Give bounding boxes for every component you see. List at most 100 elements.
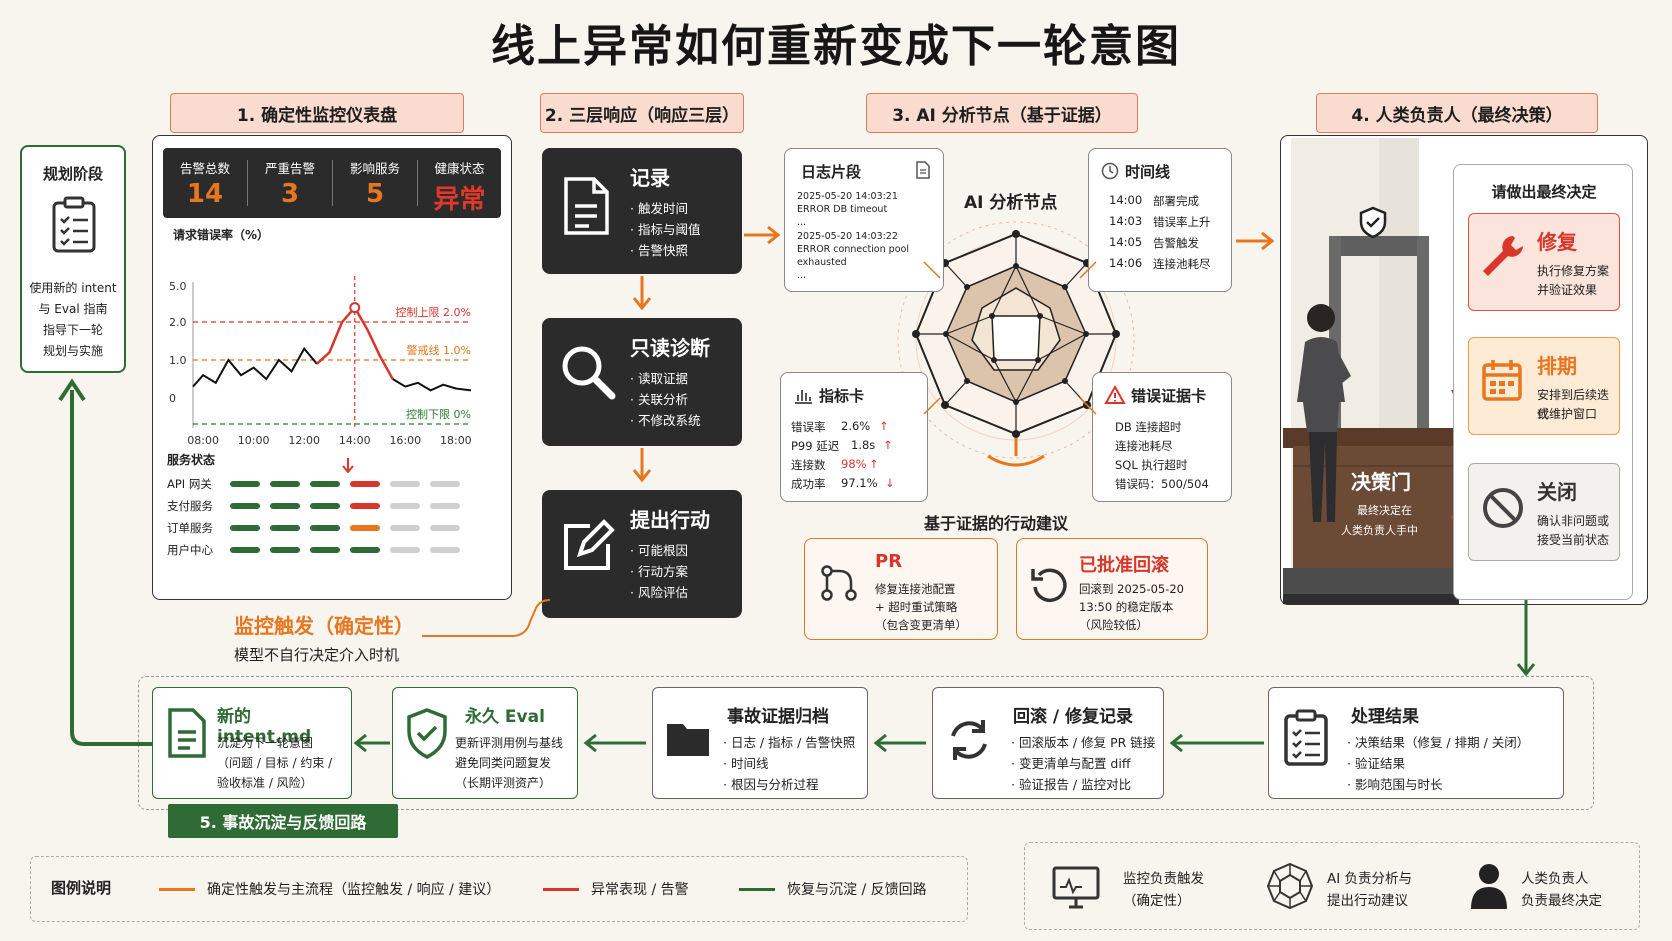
list-item: 变更清单与配置 diff — [1011, 753, 1155, 774]
kpi-value: 14 — [186, 179, 224, 209]
result-card[interactable]: 处理结果 决策结果（修复 / 排期 / 关闭） 验证结果 影响范围与时长 — [1268, 687, 1564, 799]
checklist-icon — [1284, 709, 1328, 766]
planning-line-2: 与 Eval 指南 — [38, 302, 108, 316]
eval-card[interactable]: 永久 Eval 更新评测用例与基线 避免同类问题复发 （长期评测资产） — [392, 687, 578, 799]
approved-rollback-card[interactable]: 已批准回滚 回滚到 2025-05-20 13:50 的稳定版本 （风险较低） — [1016, 538, 1208, 640]
section-1-header: 1. 确定性监控仪表盘 — [170, 93, 464, 133]
threshold-label: 警戒线 1.0% — [407, 343, 471, 357]
trigger-connector — [422, 599, 551, 637]
metric-trend: ↑ — [883, 438, 893, 452]
intent-title: 新的 intent.md — [217, 707, 312, 747]
pr-line: 修复连接池配置 — [875, 582, 956, 596]
result-list: 决策结果（修复 / 排期 / 关闭） 验证结果 影响范围与时长 — [1347, 732, 1529, 795]
trigger-subtitle: 模型不自行决定介入时机 — [234, 646, 400, 664]
option-line: 并验证效果 — [1537, 283, 1598, 297]
list-item: 时间线 — [723, 753, 855, 774]
rollback-line: 13:50 的稳定版本 — [1079, 600, 1174, 614]
list-item: 指标与阈值 — [630, 219, 701, 240]
diagnose-title: 只读诊断 — [630, 336, 710, 360]
metric-value: 98% — [841, 457, 867, 471]
timeline-event: 错误率上升 — [1153, 215, 1211, 229]
role-monitor-line: 监控负责触发 — [1123, 871, 1204, 887]
list-item: 关联分析 — [630, 389, 700, 410]
metric-name: P99 延迟 — [791, 439, 840, 453]
decision-gate-illustration — [1283, 138, 1459, 604]
role-ai-line: AI 负责分析与 — [1327, 871, 1413, 887]
record-title: 记录 — [630, 166, 670, 190]
diagnose-card: 只读诊断 读取证据 关联分析 不修改系统 — [542, 318, 742, 446]
legend-line-orange — [159, 888, 195, 891]
evidence-connectors — [923, 261, 1097, 415]
metric-title: 指标卡 — [819, 387, 865, 405]
threshold-label: 控制上限 2.0% — [396, 305, 471, 319]
x-tick-label: 10:00 — [238, 434, 270, 447]
log-line: ERROR DB timeout — [797, 204, 888, 215]
service-label-api: API 网关 — [167, 477, 212, 491]
x-tick-label: 18:00 — [440, 434, 472, 447]
eval-title: 永久 Eval — [465, 707, 545, 727]
series-line-normal — [392, 378, 472, 392]
error-line: SQL 执行超时 — [1115, 458, 1188, 472]
eval-line: 避免同类问题复发 — [455, 756, 552, 770]
feedback-loop-arrow — [58, 378, 152, 746]
metric-name: 连接数 — [791, 458, 826, 472]
list-item: 验证报告 / 监控对比 — [1011, 774, 1155, 795]
roles-legend-box: 监控负责触发 （确定性） AI 负责分析与 提出行动建议 人类负责人 负责最终决… — [1024, 842, 1640, 930]
metric-value: 97.1% — [841, 476, 878, 490]
list-item: 验证结果 — [1347, 753, 1529, 774]
calendar-icon — [1482, 360, 1522, 401]
service-status-title: 服务状态 — [167, 453, 216, 467]
folder-icon — [667, 724, 709, 756]
list-item: 根因与分析过程 — [723, 774, 855, 795]
list-item: 风险评估 — [630, 582, 688, 603]
service-label-pay: 支付服务 — [167, 499, 213, 513]
log-line: 2025-05-20 14:03:21 — [797, 191, 898, 202]
rollback-line: 回滚到 2025-05-20 — [1079, 582, 1184, 596]
legend-line-green — [739, 888, 775, 891]
option-close[interactable]: 关闭 确认非问题或 接受当前状态 — [1468, 463, 1620, 561]
rollback-record-card[interactable]: 回滚 / 修复记录 回滚版本 / 修复 PR 链接 变更清单与配置 diff 验… — [932, 687, 1164, 799]
log-document-icon — [916, 161, 930, 179]
service-status-bars — [230, 481, 460, 553]
arrow-left-green-icon — [353, 733, 390, 753]
list-item: 决策结果（修复 / 排期 / 关闭） — [1347, 732, 1529, 753]
pr-card[interactable]: PR 修复连接池配置 + 超时重试策略 （包含变更清单） — [804, 538, 998, 640]
archive-title: 事故证据归档 — [727, 707, 829, 727]
list-item: 读取证据 — [630, 368, 700, 389]
log-line: ... — [797, 217, 807, 228]
intent-card[interactable]: 新的 intent.md 沉淀为下一轮意图 （问题 / 目标 / 约束 / 验收… — [152, 687, 352, 799]
y-tick-label: 5.0 — [169, 280, 187, 293]
legend-line-red — [543, 888, 579, 891]
option-schedule[interactable]: 排期 安排到后续迭代 或维护窗口 — [1468, 337, 1620, 435]
x-tick-label: 16:00 — [389, 434, 421, 447]
list-item: 触发时间 — [630, 198, 700, 219]
service-label-user: 用户中心 — [167, 543, 213, 557]
gate-subtitle: 最终决定在 — [1357, 504, 1412, 517]
error-evidence-card: 错误证据卡 DB 连接超时 连接池耗尽 SQL 执行超时 错误码：500/504 — [1092, 372, 1232, 502]
arrow-right-icon — [744, 225, 781, 245]
gate-title: 决策门 — [1351, 470, 1411, 494]
arrow-down-green-icon — [1516, 600, 1536, 677]
x-tick-label: 12:00 — [288, 434, 320, 447]
role-human-line: 负责最终决定 — [1521, 893, 1602, 909]
list-item: 日志 / 指标 / 告警快照 — [723, 732, 855, 753]
trigger-title: 监控触发（确定性） — [234, 614, 414, 638]
clock-icon — [1101, 162, 1119, 180]
list-item: 回滚版本 / 修复 PR 链接 — [1011, 732, 1155, 753]
evidence-archive-card[interactable]: 事故证据归档 日志 / 指标 / 告警快照 时间线 根因与分析过程 — [652, 687, 868, 799]
option-title: 关闭 — [1537, 480, 1577, 504]
legend-title: 图例说明 — [51, 879, 112, 897]
action-list: 可能根因 行动方案 风险评估 — [630, 540, 688, 603]
gate-subtitle: 人类负责人手中 — [1341, 524, 1418, 537]
option-fix[interactable]: 修复 执行修复方案 并验证效果 — [1468, 213, 1620, 311]
rollback-title: 已批准回滚 — [1079, 555, 1169, 576]
list-item: 影响范围与时长 — [1347, 774, 1529, 795]
diagnose-list: 读取证据 关联分析 不修改系统 — [630, 368, 701, 431]
legend-label: 确定性触发与主流程（监控触发 / 响应 / 建议） — [207, 882, 501, 898]
log-line: exhausted — [797, 257, 847, 268]
